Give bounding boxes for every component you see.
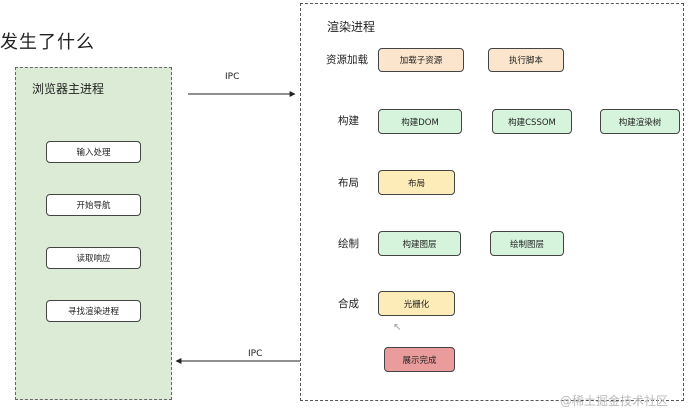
stage-composite: 合成 — [338, 298, 359, 310]
browser-process-title: 浏览器主进程 — [32, 82, 105, 96]
stage-layout: 布局 — [338, 177, 359, 189]
stage-resource-loading: 资源加载 — [326, 54, 368, 66]
step-start-navigation: 开始导航 — [46, 194, 141, 216]
node-build-dom: 构建DOM — [378, 109, 462, 134]
watermark: @稀土掘金技术社区 — [560, 394, 669, 408]
node-build-cssom: 构建CSSOM — [492, 109, 572, 134]
mouse-cursor-icon: ↖ — [393, 322, 402, 333]
step-find-renderer: 寻找渲染进程 — [46, 300, 141, 322]
step-read-response: 读取响应 — [46, 247, 141, 269]
step-input-handling: 输入处理 — [46, 141, 141, 163]
render-process-title: 渲染进程 — [327, 20, 376, 34]
node-load-subresources: 加载子资源 — [378, 48, 464, 72]
node-rasterize: 光栅化 — [378, 291, 455, 316]
node-layout: 布局 — [378, 170, 455, 195]
ipc-label-to-browser: IPC — [248, 349, 263, 359]
node-execute-script: 执行脚本 — [488, 48, 564, 72]
node-build-layers: 构建图层 — [378, 231, 461, 256]
stage-build: 构建 — [338, 115, 359, 127]
browser-process-container — [15, 67, 172, 400]
page-heading: 发生了什么 — [0, 32, 95, 53]
node-build-render-tree: 构建渲染树 — [600, 109, 680, 134]
node-display-complete: 展示完成 — [384, 347, 455, 372]
node-paint-layers: 绘制图层 — [490, 231, 564, 256]
ipc-label-to-render: IPC — [225, 72, 240, 82]
stage-paint: 绘制 — [338, 238, 359, 250]
